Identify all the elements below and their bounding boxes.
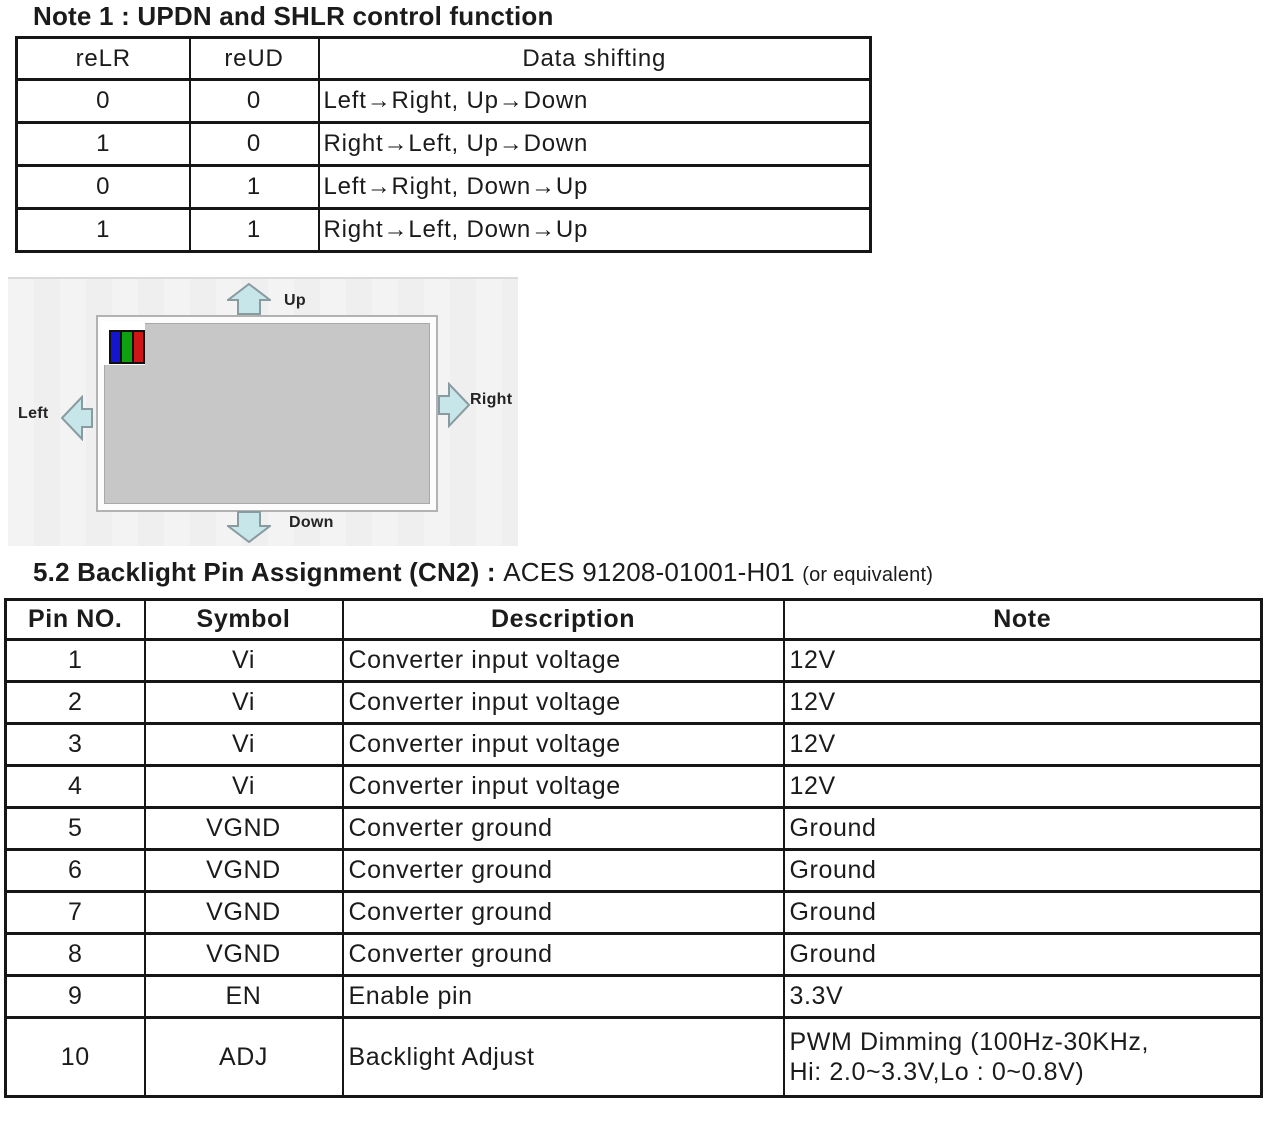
cell-pin: 4 bbox=[4, 764, 146, 809]
table-row: 0 0 Left→Right, Up→Down bbox=[15, 78, 872, 124]
cell-reud: 1 bbox=[188, 207, 320, 253]
right-label: Right bbox=[470, 391, 513, 408]
up-arrow-icon bbox=[227, 283, 271, 315]
screen-area bbox=[104, 323, 430, 504]
cell-symbol: VGND bbox=[143, 932, 344, 977]
cell-note: 3.3V bbox=[782, 974, 1263, 1019]
cell-pin: 9 bbox=[4, 974, 146, 1019]
table-header-row: reLR reUD Data shifting bbox=[15, 36, 872, 81]
cell-symbol: Vi bbox=[143, 680, 344, 725]
column-header-pin-no: Pin NO. bbox=[4, 598, 146, 641]
cell-symbol: Vi bbox=[143, 638, 344, 683]
cell-shifting: Left→Right, Up→Down bbox=[317, 78, 872, 124]
cell-note: PWM Dimming (100Hz-30KHz, Hi: 2.0~3.3V,L… bbox=[782, 1016, 1263, 1098]
table-row: 6 VGND Converter ground Ground bbox=[4, 848, 1263, 893]
cell-relr: 0 bbox=[15, 78, 191, 124]
cell-note: Ground bbox=[782, 932, 1263, 977]
column-header-reud: reUD bbox=[188, 36, 320, 81]
cell-description: Converter input voltage bbox=[341, 764, 785, 809]
cell-pin: 1 bbox=[4, 638, 146, 683]
cell-symbol: Vi bbox=[143, 764, 344, 809]
cell-note: Ground bbox=[782, 890, 1263, 935]
display-panel bbox=[96, 315, 438, 512]
table-row: 2 Vi Converter input voltage 12V bbox=[4, 680, 1263, 725]
section-5-2-part-number: ACES 91208-01001-H01 bbox=[503, 557, 803, 587]
table-header-row: Pin NO. Symbol Description Note bbox=[4, 598, 1263, 641]
table-row: 1 0 Right→Left, Up→Down bbox=[15, 121, 872, 167]
cell-pin: 8 bbox=[4, 932, 146, 977]
table-row: 3 Vi Converter input voltage 12V bbox=[4, 722, 1263, 767]
cell-reud: 1 bbox=[188, 164, 320, 210]
table-row: 5 VGND Converter ground Ground bbox=[4, 806, 1263, 851]
left-label: Left bbox=[18, 405, 49, 422]
cell-symbol: Vi bbox=[143, 722, 344, 767]
data-shifting-diagram: Up Right Left Down bbox=[8, 277, 518, 546]
cell-note: 12V bbox=[782, 722, 1263, 767]
cell-symbol: ADJ bbox=[143, 1016, 344, 1098]
backlight-pin-table: Pin NO. Symbol Description Note 1 Vi Con… bbox=[4, 598, 1263, 1098]
cell-note: 12V bbox=[782, 680, 1263, 725]
cell-note: 12V bbox=[782, 638, 1263, 683]
down-arrow-icon bbox=[227, 511, 271, 543]
cell-description: Converter input voltage bbox=[341, 680, 785, 725]
down-label: Down bbox=[289, 514, 334, 531]
green-bar bbox=[120, 332, 132, 362]
table-row: 1 1 Right→Left, Down→Up bbox=[15, 207, 872, 253]
cell-note: Ground bbox=[782, 806, 1263, 851]
cell-shifting: Right→Left, Down→Up bbox=[317, 207, 872, 253]
cell-reud: 0 bbox=[188, 78, 320, 124]
cell-description: Converter input voltage bbox=[341, 722, 785, 767]
table-row: 4 Vi Converter input voltage 12V bbox=[4, 764, 1263, 809]
cell-pin: 7 bbox=[4, 890, 146, 935]
cell-description: Converter ground bbox=[341, 932, 785, 977]
section-5-2-heading: 5.2 Backlight Pin Assignment (CN2) : ACE… bbox=[33, 557, 933, 590]
cell-symbol: VGND bbox=[143, 806, 344, 851]
cell-description: Backlight Adjust bbox=[341, 1016, 785, 1098]
section-5-2-equivalent-note: (or equivalent) bbox=[802, 564, 934, 586]
cell-description: Enable pin bbox=[341, 974, 785, 1019]
rgb-pixel-swatch bbox=[101, 321, 145, 365]
table-row: 8 VGND Converter ground Ground bbox=[4, 932, 1263, 977]
cell-pin: 5 bbox=[4, 806, 146, 851]
column-header-data-shifting: Data shifting bbox=[317, 36, 872, 81]
cell-symbol: EN bbox=[143, 974, 344, 1019]
up-label: Up bbox=[284, 292, 306, 309]
table-row: 1 Vi Converter input voltage 12V bbox=[4, 638, 1263, 683]
column-header-note: Note bbox=[782, 598, 1263, 641]
cell-description: Converter input voltage bbox=[341, 638, 785, 683]
cell-reud: 0 bbox=[188, 121, 320, 167]
blue-bar bbox=[111, 332, 121, 362]
cell-pin: 6 bbox=[4, 848, 146, 893]
table-row: 9 EN Enable pin 3.3V bbox=[4, 974, 1263, 1019]
cell-pin: 10 bbox=[4, 1016, 146, 1098]
table-row: 7 VGND Converter ground Ground bbox=[4, 890, 1263, 935]
column-header-symbol: Symbol bbox=[143, 598, 344, 641]
cell-shifting: Right→Left, Up→Down bbox=[317, 121, 872, 167]
red-bar bbox=[131, 332, 143, 362]
right-arrow-icon bbox=[438, 382, 470, 428]
cell-relr: 0 bbox=[15, 164, 191, 210]
cell-pin: 3 bbox=[4, 722, 146, 767]
column-header-description: Description bbox=[341, 598, 785, 641]
cell-description: Converter ground bbox=[341, 806, 785, 851]
cell-description: Converter ground bbox=[341, 848, 785, 893]
section-5-2-heading-bold: 5.2 Backlight Pin Assignment (CN2) : bbox=[33, 557, 504, 587]
cell-shifting: Left→Right, Down→Up bbox=[317, 164, 872, 210]
updn-shlr-table: reLR reUD Data shifting 0 0 Left→Right, … bbox=[15, 36, 872, 253]
cell-symbol: VGND bbox=[143, 848, 344, 893]
table-row: 0 1 Left→Right, Down→Up bbox=[15, 164, 872, 210]
cell-description: Converter ground bbox=[341, 890, 785, 935]
table-row: 10 ADJ Backlight Adjust PWM Dimming (100… bbox=[4, 1016, 1263, 1098]
rgb-bars bbox=[109, 330, 145, 364]
cell-pin: 2 bbox=[4, 680, 146, 725]
note1-heading: Note 1 : UPDN and SHLR control function bbox=[33, 1, 554, 31]
cell-relr: 1 bbox=[15, 121, 191, 167]
cell-symbol: VGND bbox=[143, 890, 344, 935]
column-header-relr: reLR bbox=[15, 36, 191, 81]
cell-note: 12V bbox=[782, 764, 1263, 809]
left-arrow-icon bbox=[61, 395, 93, 441]
cell-relr: 1 bbox=[15, 207, 191, 253]
cell-note: Ground bbox=[782, 848, 1263, 893]
